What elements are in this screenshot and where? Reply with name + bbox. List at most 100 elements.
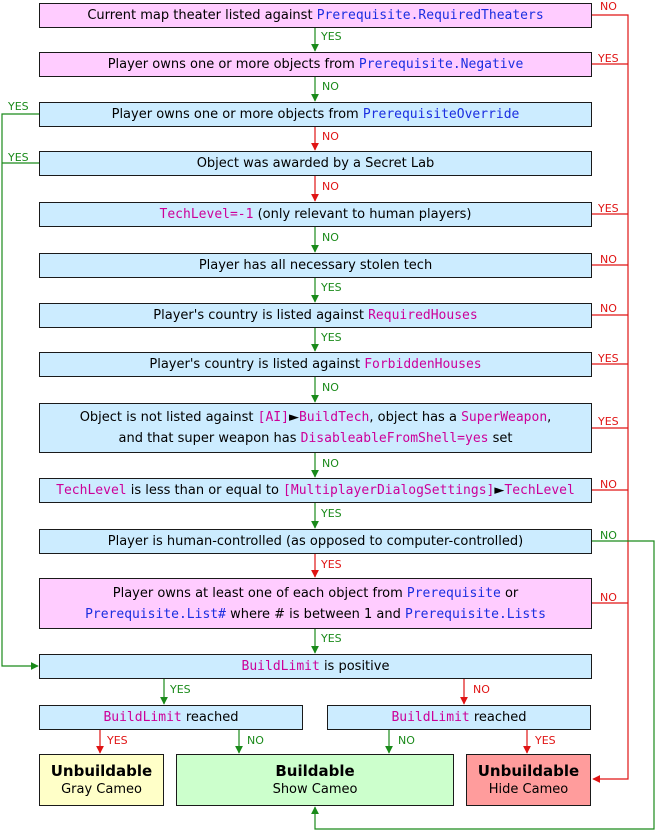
node-text: is less than or equal to [126, 483, 284, 498]
edge-label-yes: YES [8, 151, 29, 164]
code-term: RequiredHouses [368, 308, 478, 323]
code-term: [AI] [257, 410, 289, 425]
node-superweapon: Object is not listed against [AI]►BuildT… [39, 403, 592, 453]
edge-label-yes: YES [598, 202, 619, 215]
node-text: Player owns one or more objects from [107, 57, 359, 72]
node-text: Current map theater listed against [87, 8, 317, 23]
code-term: TechLevel [504, 483, 575, 498]
node-text-line: Player owns one or more objects from Pre… [108, 54, 524, 75]
node-text: Player has all necessary stolen tech [198, 258, 433, 273]
code-term: TechLevel [56, 483, 127, 498]
node-negative: Player owns one or more objects from Pre… [39, 52, 592, 77]
node-text-line: Object was awarded by a Secret Lab [197, 153, 435, 174]
node-text: Player owns one or more objects from [111, 107, 363, 122]
edge-label-yes: YES [321, 507, 342, 520]
node-techlevel-multiplayer: TechLevel is less than or equal to [Mult… [39, 478, 592, 503]
outcome-hide-subtitle: Hide Cameo [488, 782, 569, 797]
edge-label-no: NO [322, 80, 339, 93]
node-text-line: Player is human-controlled (as opposed t… [108, 531, 523, 552]
node-text: is positive [319, 659, 390, 674]
edge-label-no: NO [322, 457, 339, 470]
code-term: Prerequisite.Lists [405, 606, 546, 622]
code-term: Prerequisite.List# [85, 606, 226, 622]
node-text-line: BuildLimit reached [103, 707, 238, 728]
edge-label-yes: YES [598, 52, 619, 65]
node-text-line: Current map theater listed against Prere… [87, 5, 543, 26]
edge-label-no: NO [600, 302, 617, 315]
node-text: , [547, 410, 552, 425]
node-stolen-tech: Player has all necessary stolen tech [39, 253, 592, 278]
node-text: reached [181, 710, 239, 725]
edge-label-yes: YES [535, 734, 556, 747]
node-theater: Current map theater listed against Prere… [39, 3, 592, 28]
node-text: ► [288, 410, 299, 425]
node-prerequisite: Player owns at least one of each object … [39, 578, 592, 629]
code-term: Prerequisite.RequiredTheaters [316, 8, 544, 23]
node-text: Object was awarded by a Secret Lab [196, 156, 435, 171]
edge-label-no: NO [600, 529, 617, 542]
code-term: TechLevel=-1 [159, 207, 254, 222]
code-term: SuperWeapon [461, 410, 548, 425]
edge-label-yes: YES [598, 352, 619, 365]
connector-line [592, 14, 629, 783]
edge-label-no: NO [600, 253, 617, 266]
node-required-houses: Player's country is listed against Requi… [39, 303, 592, 328]
node-text-line: Player's country is listed against Forbi… [149, 354, 481, 375]
node-text-line: BuildLimit reached [391, 707, 526, 728]
outcome-gray-cameo: Unbuildable Gray Cameo [39, 754, 164, 806]
edge-label-no: NO [473, 683, 490, 696]
node-buildlimit-reached-left: BuildLimit reached [39, 705, 303, 730]
node-text-line: Player has all necessary stolen tech [199, 255, 432, 276]
code-term: BuildTech [298, 410, 370, 425]
node-text: where # is between 1 and [225, 606, 406, 622]
edge-label-yes: YES [170, 683, 191, 696]
outcome-gray-title: Unbuildable [50, 762, 153, 780]
edge-label-no: NO [322, 130, 339, 143]
node-text: Object is not listed against [79, 410, 258, 425]
node-text: Player's country is listed against [149, 357, 365, 372]
connector-line [1, 113, 39, 670]
edge-label-no: NO [322, 180, 339, 193]
node-override: Player owns one or more objects from Pre… [39, 102, 592, 127]
node-text: Player is human-controlled (as opposed t… [107, 534, 524, 549]
edge-label-no: NO [322, 231, 339, 244]
edge-label-no: NO [322, 381, 339, 394]
node-text-line: BuildLimit is positive [242, 656, 390, 677]
code-term: Prerequisite.Negative [358, 57, 524, 72]
node-forbidden-houses: Player's country is listed against Forbi… [39, 352, 592, 377]
node-text: reached [469, 710, 527, 725]
edge-label-yes: YES [321, 632, 342, 645]
outcome-show-subtitle: Show Cameo [272, 782, 358, 797]
code-term: DisableableFromShell=yes [300, 431, 489, 446]
edge-label-yes: YES [8, 100, 29, 113]
outcome-gray-subtitle: Gray Cameo [61, 782, 142, 797]
node-text-line: Prerequisite.List# where # is between 1 … [85, 604, 546, 625]
outcome-hide-title: Unbuildable [477, 762, 580, 780]
node-text-line: and that super weapon has DisableableFro… [118, 428, 512, 449]
code-term: ForbiddenHouses [364, 357, 482, 372]
node-buildlimit-positive: BuildLimit is positive [39, 654, 592, 679]
node-text-line: Player's country is listed against Requi… [153, 305, 477, 326]
code-term: BuildLimit [391, 710, 470, 725]
node-text-line: Object is not listed against [AI]►BuildT… [80, 407, 552, 428]
edge-label-no: NO [247, 734, 264, 747]
code-term: PrerequisiteOverride [362, 107, 520, 122]
code-term: BuildLimit [103, 710, 182, 725]
edge-label-yes: YES [321, 558, 342, 571]
edge-label-no: NO [600, 478, 617, 491]
edge-label-yes: YES [321, 281, 342, 294]
node-text: and that super weapon has [118, 431, 301, 446]
node-text-line: Player owns at least one of each object … [113, 583, 519, 604]
node-text-line: TechLevel is less than or equal to [Mult… [56, 480, 575, 501]
connector-line [311, 540, 655, 830]
node-human-controlled: Player is human-controlled (as opposed t… [39, 529, 592, 554]
node-secret-lab: Object was awarded by a Secret Lab [39, 151, 592, 176]
outcome-show-title: Buildable [275, 762, 355, 780]
node-text: , object has a [369, 410, 462, 425]
edge-label-yes: YES [107, 734, 128, 747]
edge-label-no: NO [600, 591, 617, 604]
edge-label-yes: YES [321, 30, 342, 43]
node-buildlimit-reached-right: BuildLimit reached [327, 705, 591, 730]
node-text: or [500, 585, 519, 601]
code-term: [MultiplayerDialogSettings] [283, 483, 495, 498]
